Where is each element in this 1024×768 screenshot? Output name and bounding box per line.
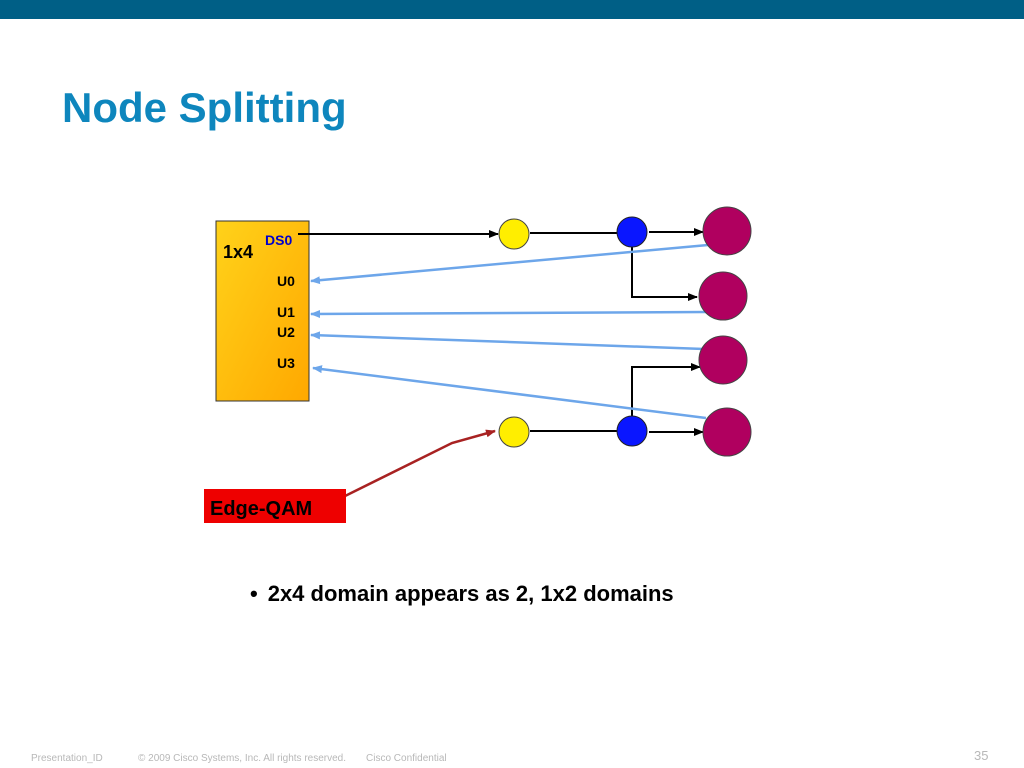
port-u3: U3 bbox=[277, 355, 295, 371]
footer-copyright: © 2009 Cisco Systems, Inc. All rights re… bbox=[138, 753, 347, 764]
optical-node-1 bbox=[498, 218, 530, 250]
port-u2: U2 bbox=[277, 324, 295, 340]
page-number: 35 bbox=[974, 748, 989, 763]
cable-modem-2 bbox=[698, 271, 748, 321]
footer-confidential: Cisco Confidential bbox=[366, 753, 447, 764]
us-arrow-cm1-to-u0 bbox=[310, 243, 709, 285]
cable-modem-1 bbox=[702, 206, 752, 256]
port-u1: U1 bbox=[277, 304, 295, 320]
edge-qam-callout-arrow bbox=[338, 429, 496, 501]
bullet-dot: • bbox=[250, 581, 258, 606]
top-bar bbox=[0, 0, 1024, 19]
cmts-box bbox=[215, 220, 310, 402]
box-label: 1x4 bbox=[223, 242, 253, 262]
splitter-node-2 bbox=[616, 415, 648, 447]
port-u0: U0 bbox=[277, 273, 295, 289]
us-arrow-cm2-to-u1 bbox=[310, 309, 708, 318]
us-arrow-cm4-to-u3 bbox=[312, 365, 707, 420]
edge-qam-box bbox=[204, 489, 346, 523]
footer-presentation-id: Presentation_ID bbox=[31, 753, 103, 764]
bullet-text: 2x4 domain appears as 2, 1x2 domains bbox=[267, 581, 674, 606]
bullet-item: • 2x4 domain appears as 2, 1x2 domains bbox=[250, 581, 674, 607]
splitter-node-1 bbox=[616, 216, 648, 248]
optical-node-2 bbox=[498, 416, 530, 448]
edge-qam-label: Edge-QAM bbox=[210, 498, 312, 520]
cable-modem-3 bbox=[698, 335, 748, 385]
slide-title: Node Splitting bbox=[62, 84, 347, 131]
port-ds0: DS0 bbox=[265, 232, 292, 248]
ds-line-split1-to-cm2 bbox=[631, 247, 698, 301]
cable-modem-4 bbox=[702, 407, 752, 457]
ds-line-split2-to-cm3 bbox=[631, 363, 701, 416]
us-arrow-cm3-to-u2 bbox=[310, 331, 705, 351]
